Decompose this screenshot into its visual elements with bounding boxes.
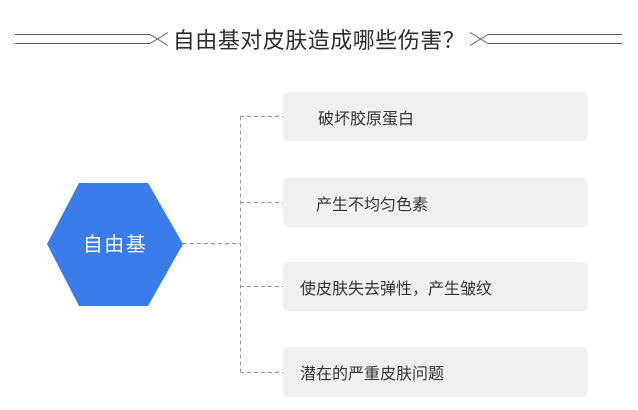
damage-box-4: 潜在的严重皮肤问题 — [283, 347, 588, 397]
title-left-ornament — [15, 32, 169, 46]
damage-box-2: 产生不均匀色素 — [283, 178, 588, 227]
damage-box-3: 使皮肤失去弹性，产生皱纹 — [283, 262, 588, 311]
damage-box-label: 产生不均匀色素 — [316, 194, 429, 214]
page-title: 自由基对皮肤造成哪些伤害？ — [172, 29, 466, 54]
damage-box-1: 破坏胶原蛋白 — [283, 92, 588, 141]
connector-lines — [183, 116, 283, 373]
hexagon-label: 自由基 — [82, 232, 148, 256]
damage-box-label: 破坏胶原蛋白 — [318, 108, 415, 128]
hexagon-shape — [47, 183, 183, 306]
title-right-ornament — [469, 32, 622, 46]
damage-box-label: 使皮肤失去弹性，产生皱纹 — [300, 278, 493, 298]
damage-box-label: 潜在的严重皮肤问题 — [300, 364, 445, 383]
